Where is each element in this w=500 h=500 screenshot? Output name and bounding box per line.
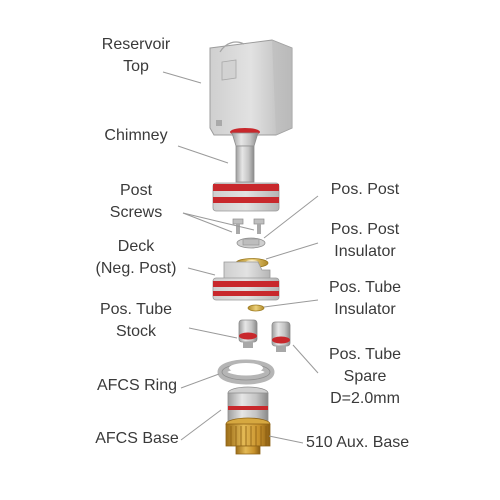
leader-post-screws-b — [182, 212, 255, 231]
label-pos-tube-stock-line1: Pos. Tube — [99, 301, 173, 318]
pos-tube-spare-part — [271, 321, 291, 352]
label-pos-tube-insulator-line2: Insulator — [334, 301, 396, 318]
label-pos-tube-insulator-line1: Pos. Tube — [328, 279, 402, 296]
afcs-ring-part — [217, 359, 275, 385]
label-deck: Deck (Neg. Post) — [96, 236, 177, 280]
label-pos-tube-spare-line3: D=2.0mm — [330, 390, 400, 407]
leader-post-screws-a — [182, 212, 233, 233]
label-pos-post-insulator: Pos. Post Insulator — [331, 219, 399, 263]
leader-pos-tube-insulator — [263, 299, 319, 308]
leader-pos-post-insulator — [265, 242, 319, 260]
label-chimney: Chimney — [104, 127, 168, 144]
aux-base-part — [225, 417, 271, 455]
leader-aux-base — [268, 435, 304, 444]
label-afcs-ring: AFCS Ring — [96, 377, 178, 394]
label-pos-tube-spare-line2: Spare — [343, 368, 387, 385]
leader-pos-tube-spare — [292, 344, 319, 374]
label-pos-post-insulator-line2: Insulator — [334, 243, 396, 260]
pos-tube-stock-part — [238, 319, 258, 348]
label-pos-post-insulator-line1: Pos. Post — [330, 221, 400, 238]
leader-lines — [162, 71, 319, 444]
leader-deck — [187, 267, 216, 276]
leader-pos-post — [263, 195, 319, 239]
label-reservoir-top-line1: Reservoir — [101, 36, 171, 53]
label-aux-base: 510 Aux. Base — [306, 434, 410, 451]
label-afcs-base: AFCS Base — [95, 430, 179, 447]
leader-afcs-base — [180, 409, 222, 441]
label-post-screws: Post Screws — [110, 180, 162, 224]
label-pos-tube-stock-line2: Stock — [115, 323, 157, 340]
label-pos-tube-stock: Pos. Tube Stock — [100, 299, 172, 343]
post-screws-part — [232, 218, 265, 234]
leader-pos-tube-stock — [188, 327, 238, 339]
label-deck-line1: Deck — [117, 238, 155, 255]
leader-chimney — [177, 145, 229, 164]
deck-part — [212, 261, 280, 301]
leader-reservoir-top — [162, 71, 202, 84]
chimney-part — [230, 128, 260, 183]
label-post-screws-line2: Screws — [109, 204, 163, 221]
label-post-screws-line1: Post — [119, 182, 153, 199]
label-reservoir-top: Reservoir Top — [102, 34, 170, 78]
label-pos-post: Pos. Post — [330, 181, 400, 198]
pos-post-part — [236, 237, 266, 249]
reservoir-top-part — [209, 39, 293, 136]
leader-afcs-ring — [180, 373, 220, 389]
label-reservoir-top-line2: Top — [123, 58, 149, 75]
label-pos-tube-spare-line1: Pos. Tube — [328, 346, 402, 363]
housing-part — [212, 182, 280, 212]
afcs-base-part — [227, 386, 269, 422]
label-deck-line2: (Neg. Post) — [95, 260, 177, 277]
pos-tube-insulator-part — [247, 304, 265, 312]
label-pos-tube-insulator: Pos. Tube Insulator — [329, 277, 401, 321]
label-pos-tube-spare: Pos. Tube Spare D=2.0mm — [329, 344, 401, 410]
